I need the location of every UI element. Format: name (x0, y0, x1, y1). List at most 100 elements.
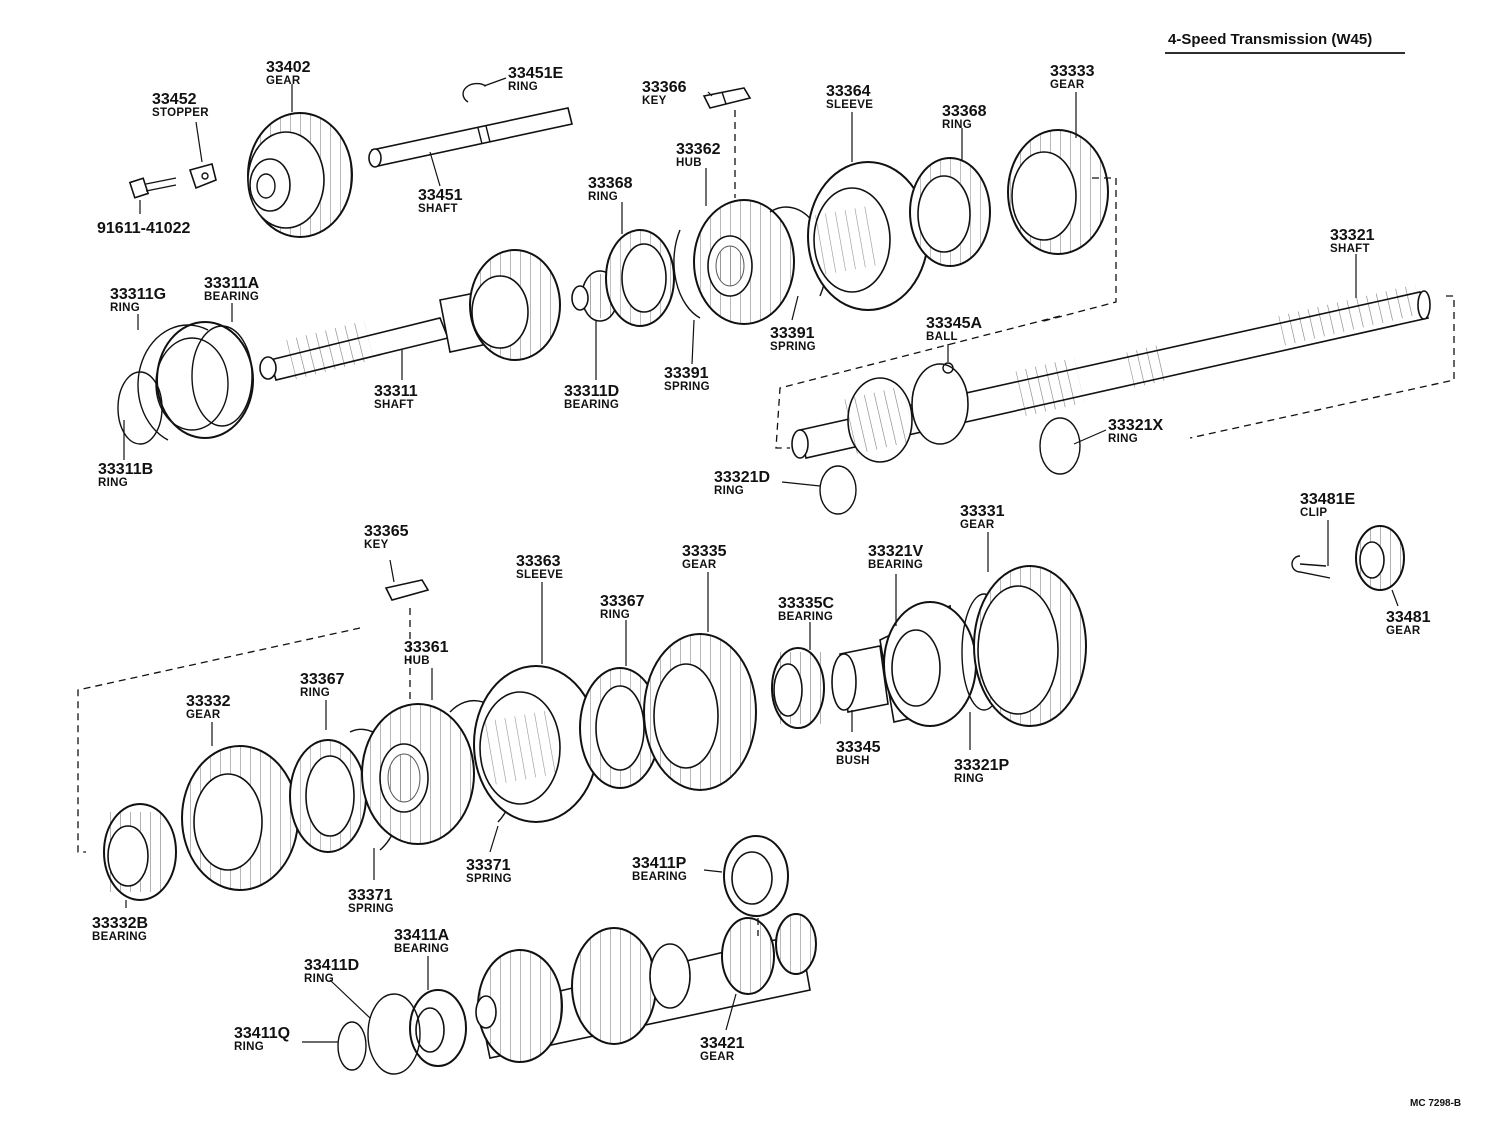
part-number: 33333 (1050, 63, 1095, 80)
part-number: 33368 (588, 175, 633, 192)
part-name: SHAFT (1330, 243, 1370, 255)
part-number: 33321X (1108, 417, 1163, 434)
part-number: 33362 (676, 141, 721, 158)
part-number: 33321D (714, 469, 770, 486)
part-name: SPRING (466, 873, 512, 885)
part-number: 33391 (664, 365, 709, 382)
input-shaft-33311-part-icon (259, 249, 561, 381)
page-title: 4-Speed Transmission (W45) (1168, 31, 1372, 48)
part-number: 33371 (348, 887, 393, 904)
ring-33411Q-part-icon (337, 1021, 367, 1071)
part-name: BEARING (92, 931, 147, 943)
part-number: 33371 (466, 857, 511, 874)
part-name: KEY (364, 539, 389, 551)
gear-33332-part-icon (181, 745, 299, 891)
shaft-33451-part-icon (368, 107, 573, 168)
part-number: 33367 (300, 671, 345, 688)
ring-33368-right-part-icon (909, 157, 991, 267)
bearing-33411A-part-icon (409, 989, 467, 1067)
part-name: GEAR (266, 75, 301, 87)
part-number: 33452 (152, 91, 197, 108)
bearing-33311A-part-icon (155, 321, 254, 439)
part-name: BEARING (564, 399, 619, 411)
ring-33451E-part-icon (462, 82, 487, 103)
part-name: RING (588, 191, 618, 203)
ring-33411D-part-icon (367, 993, 421, 1075)
gear-33335-part-icon (643, 633, 757, 791)
part-name: BEARING (632, 871, 687, 883)
hub-33361-part-icon (361, 703, 475, 845)
part-name: BALL (926, 331, 958, 343)
part-name: CLIP (1300, 507, 1327, 519)
ball-33345A-part-icon (942, 362, 954, 374)
part-number: 33368 (942, 103, 987, 120)
part-number: 33345 (836, 739, 881, 756)
part-number: 33421 (700, 1035, 745, 1052)
ring-33311G-part-icon (137, 324, 209, 441)
part-number: 33321P (954, 757, 1009, 774)
stopper-part-icon (188, 163, 217, 190)
drawing-code: MC 7298-B (1410, 1098, 1461, 1109)
part-number: 33311A (204, 275, 260, 292)
ring-33368-left-part-icon (605, 229, 675, 327)
leader-lines (123, 77, 1399, 1043)
part-name: RING (234, 1041, 264, 1053)
ring-33321X-part-icon (1039, 417, 1081, 475)
part-number: 33361 (404, 639, 449, 656)
part-name: RING (714, 485, 744, 497)
part-number: 33332 (186, 693, 231, 710)
part-name: GEAR (1050, 79, 1085, 91)
part-name: SPRING (770, 341, 816, 353)
part-number: 33345A (926, 315, 982, 332)
key-33365-part-icon (384, 579, 430, 601)
part-name: HUB (404, 655, 430, 667)
part-number: 33367 (600, 593, 645, 610)
gear-33481-part-icon (1355, 525, 1405, 591)
part-name: BUSH (836, 755, 870, 767)
part-name: GEAR (700, 1051, 735, 1063)
gear-33331-part-icon (973, 565, 1087, 727)
hub-33362-part-icon (693, 199, 795, 325)
part-name: BEARING (394, 943, 449, 955)
part-number: 33451 (418, 187, 463, 204)
part-number: 33331 (960, 503, 1005, 520)
part-name: KEY (642, 95, 667, 107)
bearing-33321V-part-icon (879, 601, 977, 727)
title-block: 4-Speed Transmission (W45) (1165, 31, 1405, 54)
part-name: SPRING (664, 381, 710, 393)
part-number: 33321V (868, 543, 923, 560)
part-number: 33451E (508, 65, 563, 82)
ring-33367-right-part-icon (579, 667, 661, 789)
part-number: 33366 (642, 79, 687, 96)
part-number: 91611-41022 (97, 220, 191, 237)
part-name: RING (110, 302, 140, 314)
bush-33345-part-icon (831, 645, 889, 713)
